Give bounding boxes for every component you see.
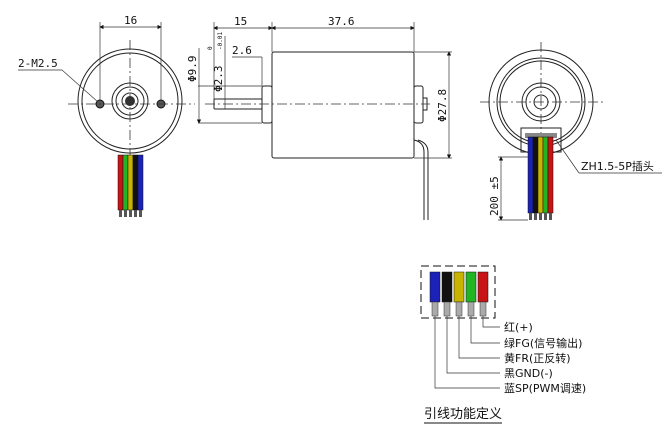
wire-red <box>117 154 124 211</box>
wire-yellow <box>127 154 134 211</box>
rear-wire-red <box>547 136 554 214</box>
hole-label: 2-M2.5 <box>18 57 58 70</box>
rear-boss-side <box>413 85 424 124</box>
front-view: 16 2-M2.5 <box>18 14 195 217</box>
rear-wire-tips <box>529 213 552 220</box>
body-diameter-dim: Φ27.8 <box>436 89 449 122</box>
wire-blue <box>137 154 144 211</box>
wire-black <box>132 154 139 211</box>
lead-item-green: 绿FG(信号输出) <box>504 336 582 350</box>
shaft-tol-lower: -0.01 <box>217 32 224 50</box>
boss-thickness-dim: 2.6 <box>232 44 252 57</box>
connector-top <box>525 133 557 138</box>
leader-red <box>482 316 500 328</box>
lead-item-yellow: 黄FR(正反转) <box>504 351 571 365</box>
connector-label: ZH1.5-5P插头 <box>581 159 654 173</box>
rear-wire-yellow <box>537 136 544 214</box>
connector-outline <box>420 265 496 319</box>
pin-blue <box>429 271 441 303</box>
boss-diameter-dim: Φ9.9 <box>186 56 199 83</box>
leader-yellow <box>458 316 500 359</box>
pin-tips <box>431 301 487 317</box>
lead-item-red: 红(+) <box>504 321 533 334</box>
side-view: 15 37.6 2.6 Φ9.9 Φ2.3 0 -0.01 Φ27.8 <box>186 15 452 220</box>
pin-green <box>465 271 477 303</box>
pin-black <box>441 271 453 303</box>
wire-tips <box>119 210 142 217</box>
rear-view: 200 ±5 ZH1.5-5P插头 <box>480 42 662 221</box>
pin-yellow <box>453 271 465 303</box>
rear-wire-black <box>532 136 539 214</box>
lead-item-black: 黑GND(-) <box>504 367 553 380</box>
lead-item-blue: 蓝SP(PWM调速) <box>504 382 586 395</box>
leader-black <box>446 316 500 374</box>
lead-definition: 红(+) 绿FG(信号输出) 黄FR(正反转) 黑GND(-) 蓝SP(PWM调… <box>420 265 586 424</box>
hole-spacing-dim: 16 <box>124 14 137 27</box>
side-lead-wire <box>413 139 429 220</box>
body-length-dim: 37.6 <box>328 15 355 28</box>
lead-definition-caption: 引线功能定义 <box>424 407 502 422</box>
shaft-length-dim: 15 <box>234 15 247 28</box>
wire-green <box>122 154 129 211</box>
lead-length-dim: 200 ±5 <box>488 176 501 216</box>
leader-line <box>61 69 99 103</box>
motor-body <box>271 51 415 159</box>
front-boss-side <box>261 85 273 124</box>
shaft-diameter-dim: Φ2.3 <box>212 66 225 93</box>
rear-wire-blue <box>527 136 534 214</box>
shaft-tol-upper: 0 <box>207 46 214 50</box>
leader-blue <box>434 316 500 389</box>
rear-wire-green <box>542 136 549 214</box>
connector-leader <box>555 139 580 174</box>
pin-red <box>477 271 489 303</box>
leader-green <box>470 316 500 344</box>
